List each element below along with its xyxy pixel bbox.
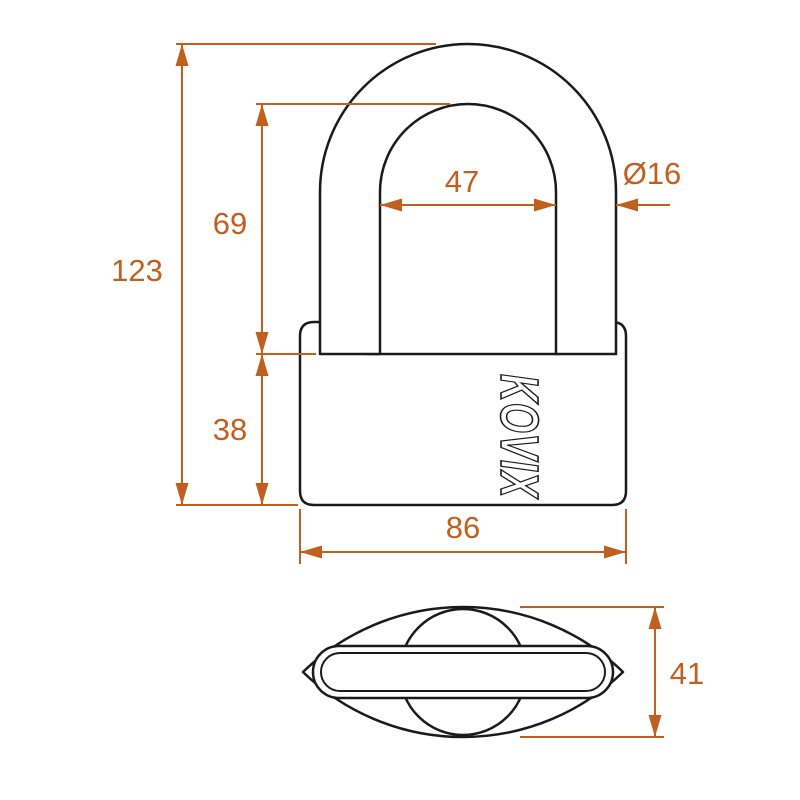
dimension-body-height: 38 (213, 354, 269, 505)
dimension-label: 69 (213, 206, 247, 241)
arrow-up-icon (175, 44, 189, 66)
dimension-label: Ø16 (623, 156, 682, 191)
bottom-view-slot-inner (320, 652, 606, 692)
padlock-front-view: KOVIX (298, 42, 628, 507)
arrow-up-icon (648, 607, 662, 629)
padlock-bottom-view (301, 605, 625, 739)
arrow-down-icon (255, 332, 269, 354)
arrow-up-icon (255, 104, 269, 126)
dimension-body-width: 86 (299, 509, 627, 564)
arrow-left-icon (380, 198, 402, 212)
dimension-body-depth: 41 (520, 606, 704, 738)
dimension-label: 86 (446, 510, 480, 545)
dimension-shackle-clearance: 69 (213, 103, 450, 355)
arrow-right-icon (534, 198, 556, 212)
arrow-down-icon (648, 715, 662, 737)
dimension-shackle-inner-width: 47 (380, 164, 556, 212)
dimension-label: 41 (670, 656, 704, 691)
padlock-shackle (318, 42, 618, 356)
arrow-right-icon (604, 545, 626, 559)
dimension-label: 38 (213, 412, 247, 447)
dimension-shackle-diameter: Ø16 (616, 156, 681, 212)
arrow-down-icon (175, 483, 189, 505)
arrow-left-icon (616, 198, 638, 212)
dimension-overall-height: 123 (111, 43, 436, 506)
bottom-view-slot-outer (311, 644, 615, 700)
arrow-left-icon (300, 545, 322, 559)
arrow-up-icon (255, 354, 269, 376)
arrow-down-icon (255, 483, 269, 505)
brand-logo: KOVIX (489, 374, 549, 499)
dimension-label: 123 (111, 253, 163, 288)
dimension-label: 47 (445, 164, 479, 199)
